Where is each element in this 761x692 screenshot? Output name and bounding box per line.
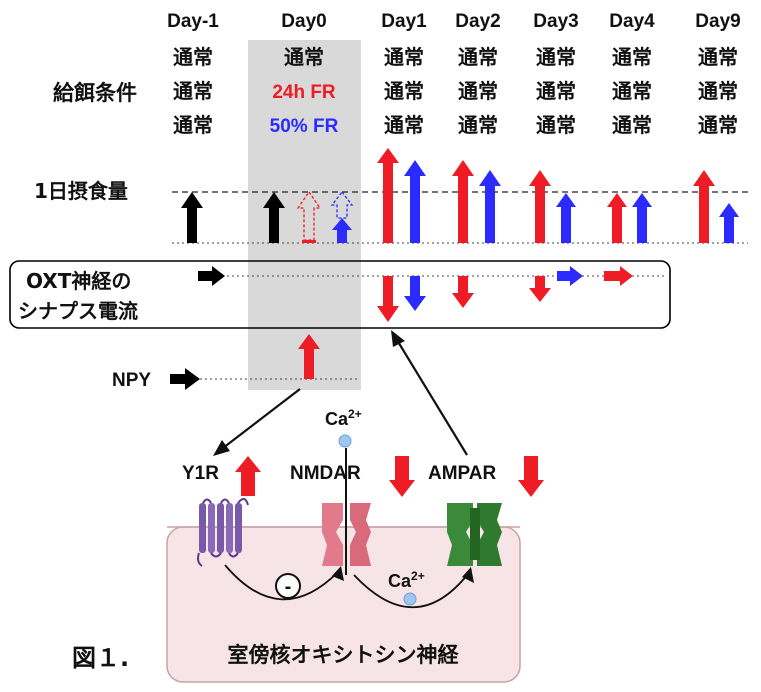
ampar-to-oxt-arrowhead <box>391 330 405 347</box>
figure-label: 図１. <box>72 644 129 672</box>
calcium-text: Ca <box>388 571 412 591</box>
day-header-0: Day0 <box>281 11 326 32</box>
feeding-normal: 通常 <box>536 79 576 103</box>
feeding-normal: 通常 <box>612 45 652 69</box>
cell-label: 室傍核オキシトシン神経 <box>228 643 460 667</box>
ampar-to-oxt-line <box>396 339 468 456</box>
oxt-arrow-day3-blue <box>557 266 583 286</box>
oxt-label-line2: シナプス電流 <box>18 299 138 323</box>
calcium-ion-cell <box>403 592 417 606</box>
feeding-normal: 通常 <box>384 113 424 137</box>
calcium-charge: 2+ <box>411 569 425 583</box>
intake-arrow-day9-red <box>693 170 715 243</box>
calcium-label-cell: Ca2+ <box>388 569 425 591</box>
feeding-normal: 通常 <box>458 113 498 137</box>
feeding-condition-label: 給餌条件 <box>53 81 137 105</box>
oxt-synaptic-current-box <box>9 260 671 329</box>
npy-label: NPY <box>112 370 151 391</box>
intake-arrow-day3-blue <box>556 193 576 243</box>
feeding-normal: 通常 <box>384 79 424 103</box>
feeding-50pct-fr: 50% FR <box>270 116 339 137</box>
intake-arrow-day9-blue <box>719 203 739 243</box>
nmdar-down-arrow <box>389 456 415 497</box>
day-header-1: Day1 <box>381 11 427 32</box>
intake-arrow-day4-red <box>607 193 627 243</box>
oxt-arrow-baseline <box>198 266 225 286</box>
day-header-2: Day2 <box>455 11 500 32</box>
y1r-up-arrow <box>235 456 261 496</box>
oxt-arrow-day1-blue <box>404 276 426 311</box>
oxt-label-line1: OXT神経の <box>26 269 131 293</box>
intake-arrow-day-1 <box>181 192 203 243</box>
inhibition-symbol <box>275 573 301 599</box>
intake-arrow-day1-blue <box>404 160 426 243</box>
npy-arrow-day0-red <box>298 334 320 379</box>
ampar-label: AMPAR <box>428 463 497 484</box>
intake-arrow-day3-red <box>529 170 551 243</box>
calcium-label-top: Ca2+ <box>325 407 362 429</box>
y1r-to-nmdar-arrowhead <box>332 566 344 581</box>
oxt-arrow-day3-red <box>529 276 551 302</box>
intake-arrow-day2-red <box>452 160 474 243</box>
nmdar-label: NMDAR <box>290 463 361 484</box>
feeding-normal: 通常 <box>536 45 576 69</box>
feeding-normal: 通常 <box>612 79 652 103</box>
oxt-arrow-day4-red <box>604 266 633 286</box>
day-header-3: Day3 <box>533 11 578 32</box>
ampar-channel-icon <box>447 503 502 566</box>
npy-arrow-baseline <box>170 368 200 390</box>
inhibition-text: - <box>285 576 292 598</box>
feeding-normal: 通常 <box>698 79 738 103</box>
feeding-24h-fr: 24h FR <box>272 82 336 103</box>
feeding-normal: 通常 <box>384 45 424 69</box>
y1r-to-nmdar-curve <box>224 564 339 601</box>
day-header-4: Day4 <box>609 11 655 32</box>
calcium-text: Ca <box>325 409 349 429</box>
day-header-minus1: Day-1 <box>167 11 219 32</box>
day-header-9: Day9 <box>695 11 740 32</box>
intake-arrows <box>181 148 739 243</box>
intake-arrow-day1-red <box>377 148 399 243</box>
daily-intake-label: 1日摂食量 <box>34 179 128 203</box>
ampar-down-arrow <box>518 456 544 497</box>
intake-arrow-day4-blue <box>632 193 652 243</box>
feeding-normal: 通常 <box>173 113 213 137</box>
intake-arrow-day0-50-fr-outline <box>330 190 354 219</box>
feeding-normal: 通常 <box>458 79 498 103</box>
nmdar-to-ampar-curve <box>353 573 469 608</box>
intake-arrow-day0-50-fr <box>332 218 352 243</box>
calcium-ion-top <box>338 434 352 448</box>
y1r-label: Y1R <box>182 463 219 484</box>
feeding-normal: 通常 <box>698 45 738 69</box>
feeding-normal: 通常 <box>458 45 498 69</box>
intake-bar-day0-24h-fr <box>302 240 316 243</box>
intake-arrow-day0 <box>263 192 285 243</box>
oxt-arrow-day2-red <box>452 276 474 308</box>
feeding-normal: 通常 <box>284 45 324 69</box>
nmdar-channel-icon <box>322 448 371 575</box>
feeding-normal: 通常 <box>536 113 576 137</box>
y1r-receptor-icon <box>197 498 249 567</box>
feeding-normal: 通常 <box>612 113 652 137</box>
npy-to-y1r-line <box>222 388 301 449</box>
intake-arrow-day2-blue <box>479 170 501 243</box>
feeding-normal: 通常 <box>173 45 213 69</box>
oxt-arrow-day1-red <box>377 276 399 322</box>
feeding-normal: 通常 <box>698 113 738 137</box>
calcium-charge: 2+ <box>348 407 362 421</box>
nmdar-to-ampar-arrowhead <box>462 567 474 583</box>
feeding-normal: 通常 <box>173 79 213 103</box>
npy-to-y1r-arrowhead <box>213 440 230 456</box>
